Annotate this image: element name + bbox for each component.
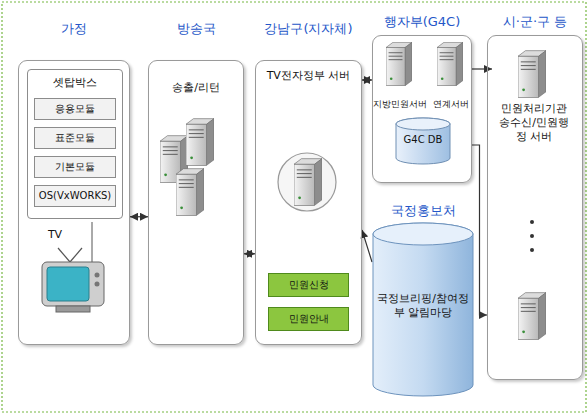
server-icons [518, 51, 546, 340]
tv-cable [92, 222, 93, 262]
settop-box: 응용모듈표준모듈기본모듈 OS(VxWORKS) 셋탑박스 [27, 69, 123, 219]
connector-arrow [244, 253, 255, 254]
connector-arrow [362, 230, 372, 262]
group-title: 국정홍보처 [348, 203, 498, 219]
group-box: 응용모듈표준모듈기본모듈OS(VxWORKS)셋탑박스가정 [18, 60, 130, 345]
server-label: 연계서버 [431, 98, 471, 111]
node-text: 표준모듈 [38, 132, 112, 145]
connector-arrow [472, 145, 487, 315]
cylinder-body [373, 223, 473, 396]
module-box: OS(VxWORKS) [34, 185, 116, 207]
module-box: 기본모듈 [34, 156, 116, 178]
device-label: TV [40, 228, 70, 241]
server-icons [160, 119, 214, 216]
group-box: 민원처리기관 송수신/민원행정 서버시·군·구 등 [487, 35, 583, 380]
service-box: 민원신청 [268, 273, 349, 297]
node-text: 국정브리핑/참여정부 알림마당 [375, 292, 471, 320]
group-title: 행자부(G4C) [349, 14, 495, 30]
group-title: 방송국 [125, 21, 267, 37]
node-text: 민원안내 [272, 313, 345, 326]
node-text: 셋탑박스 [31, 76, 119, 90]
group-title: 가정 [0, 21, 153, 37]
cylinder-top [373, 223, 473, 245]
service-box: 민원안내 [268, 307, 349, 331]
cylinder-node: 국정홍보처국정브리핑/참여정부 알림마당 [372, 222, 474, 397]
server-label: 지방민원서버 [373, 98, 427, 111]
node-text: 응용모듈 [38, 103, 112, 116]
node-text: 민원처리기관 송수신/민원행정 서버 [495, 102, 573, 143]
connector-arrow [472, 68, 492, 69]
server-icon [278, 153, 336, 211]
node-text: 기본모듈 [38, 161, 112, 174]
node-text: OS(VxWORKS) [38, 190, 112, 203]
database-cylinder [396, 118, 450, 164]
group-box: 방송국송출/리턴 [148, 60, 244, 345]
group-title: 시·군·구 등 [464, 14, 588, 30]
node-text: 송출/리턴 [152, 81, 240, 95]
database-label: G4C DB [396, 134, 450, 145]
module-box: 응용모듈 [34, 98, 116, 120]
node-text: TV전자정부 서버 [259, 69, 358, 83]
group-title: 강남구(지자체) [232, 21, 385, 37]
connector-arrow [362, 79, 372, 80]
module-box: 표준모듈 [34, 127, 116, 149]
connector-arrow [130, 216, 148, 217]
node-text: 민원신청 [272, 279, 345, 292]
tv-icon [42, 248, 104, 312]
server-icons [386, 42, 463, 85]
group-box: 민원신청민원안내강남구(지자체)TV전자정부 서버 [255, 60, 362, 345]
server-node: 민원처리기관 송수신/민원행정 서버 [492, 44, 576, 169]
